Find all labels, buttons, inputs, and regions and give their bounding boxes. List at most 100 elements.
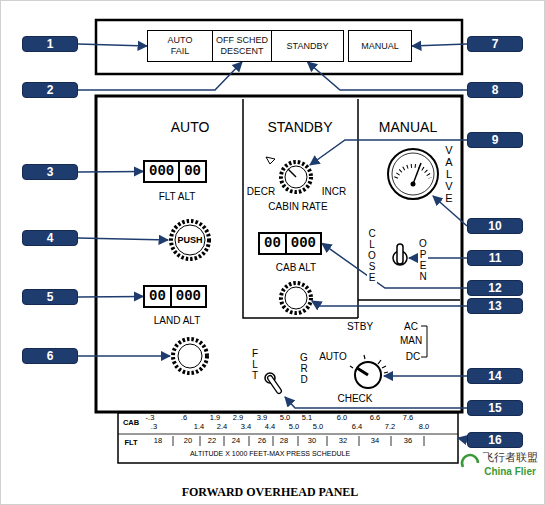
- callout-number: 9: [467, 132, 523, 148]
- callout-number: 8: [492, 83, 499, 97]
- placard-text: -.3: [146, 414, 155, 422]
- callout-number: 7: [492, 37, 499, 51]
- callout-number: 4: [22, 230, 78, 246]
- placard-text: 32: [339, 437, 347, 445]
- cab-alt-knob: [281, 283, 311, 313]
- annunciator-light: OFF SCHED DESCENT: [212, 30, 272, 62]
- panel-label: CLOSE: [367, 228, 377, 283]
- callout-number: 6: [22, 348, 78, 364]
- watermark-text: China Flier: [484, 466, 536, 478]
- callout-arrow: [78, 44, 147, 46]
- callout-arrow: [458, 438, 467, 440]
- panel-label: GRD: [299, 352, 309, 385]
- annunciator-text: STANDBY: [287, 41, 329, 52]
- push-knob: PUSH: [168, 218, 212, 262]
- callout-arrow: [308, 62, 468, 90]
- callout-number: 3: [22, 164, 78, 180]
- valve-toggle-switch: [393, 244, 407, 265]
- mode-selector: [350, 326, 427, 388]
- placard-text: 3.4: [241, 423, 251, 431]
- altitude-display: 00000: [258, 232, 322, 255]
- callout-arrow: [78, 238, 168, 240]
- placard-text: 5.0: [289, 423, 299, 431]
- panel-divider: [243, 99, 460, 318]
- placard-text: CAB: [123, 419, 139, 427]
- callout-number: 5: [22, 289, 78, 305]
- callout-number: 7: [467, 36, 523, 52]
- callout-number: 12: [488, 281, 501, 295]
- callout-number: 15: [467, 400, 523, 416]
- altitude-display: 00000: [143, 160, 207, 183]
- display-digits: 000: [145, 162, 180, 181]
- callout-number: 15: [488, 401, 501, 415]
- annunciator-strip: [96, 20, 462, 74]
- panel-label: STBY: [347, 321, 373, 333]
- placard-text: 26: [258, 437, 266, 445]
- caption: FORWARD OVERHEAD PANEL: [182, 486, 359, 500]
- section-heading: STANDBY: [267, 119, 332, 135]
- placard-text: 20: [184, 437, 192, 445]
- callout-number: 16: [467, 432, 523, 448]
- watermark-logo: [462, 455, 478, 467]
- placard-frame: [118, 413, 458, 463]
- placard-text: 6.6: [370, 414, 380, 422]
- panel-label: AUTO: [319, 351, 347, 363]
- callout-number: 11: [467, 250, 523, 266]
- annunciator-light: MANUAL: [348, 30, 412, 62]
- placard-text: 2.9: [233, 414, 243, 422]
- display-digits: 000: [172, 287, 205, 306]
- panel-label: DC: [406, 351, 420, 363]
- placard-text: 2.4: [217, 423, 227, 431]
- panel-label: CAB ALT: [276, 262, 316, 274]
- leader-lines: [78, 140, 467, 408]
- callout-number: 13: [488, 299, 501, 313]
- placard-text: 24: [232, 437, 240, 445]
- panel-label: CABIN RATE: [268, 201, 327, 213]
- knob-text: PUSH: [177, 235, 202, 245]
- callout-number: 14: [488, 369, 501, 383]
- annunciator-text: MANUAL: [361, 41, 399, 52]
- placard-text: 3.9: [257, 414, 267, 422]
- schedule-placard: CAB-.3.61.92.93.95.05.16.06.67.6.31.42.4…: [118, 413, 458, 463]
- annunciator-light: STANDBY: [271, 30, 344, 62]
- placard-text: ALTITUDE X 1000 FEET-MAX PRESS SCHEDULE: [190, 450, 350, 457]
- display-digits: 00: [145, 287, 172, 306]
- leader-line: [78, 355, 170, 357]
- placard-text: 18: [154, 437, 162, 445]
- callout-number: 6: [47, 349, 54, 363]
- panel-label: FLT: [250, 348, 260, 381]
- callout-number: 10: [488, 219, 501, 233]
- placard-text: .3: [151, 423, 157, 431]
- placard-text: 5.1: [302, 414, 312, 422]
- panel-label: FLT ALT: [159, 191, 196, 203]
- placard-text: 36: [404, 437, 412, 445]
- panel-label: OPEN: [418, 238, 428, 282]
- panel-label: INCR: [322, 186, 346, 198]
- callout-number: 10: [467, 218, 523, 234]
- altitude-display: 00000: [143, 285, 207, 308]
- flight-ground-switch: [265, 373, 279, 391]
- placard-text: .6: [181, 414, 187, 422]
- placard-text: 7.2: [385, 423, 395, 431]
- placard-text: 1.4: [194, 423, 204, 431]
- callout-number: 9: [492, 133, 499, 147]
- panel-label: DECR: [247, 186, 275, 198]
- placard-text: 6.0: [337, 414, 347, 422]
- placard-text: 6.4: [352, 423, 362, 431]
- callout-number: 2: [47, 83, 54, 97]
- callout-number: 1: [47, 37, 54, 51]
- panel-label: CHECK: [337, 393, 372, 405]
- callout-arrow: [78, 296, 143, 298]
- display-digits: 00: [260, 234, 287, 253]
- control-panel: [96, 96, 462, 412]
- placard-text: 5.0: [313, 423, 323, 431]
- placard-text: FLT: [124, 439, 137, 447]
- annunciator-light: AUTO FAIL: [147, 30, 213, 62]
- valve-position-gauge: [388, 149, 438, 199]
- placard-text: 7.6: [403, 414, 413, 422]
- callout-number: 11: [489, 251, 502, 265]
- section-heading: AUTO: [171, 119, 210, 135]
- placard-text: 22: [208, 437, 216, 445]
- display-digits: 000: [287, 234, 320, 253]
- placard-text: 34: [371, 437, 379, 445]
